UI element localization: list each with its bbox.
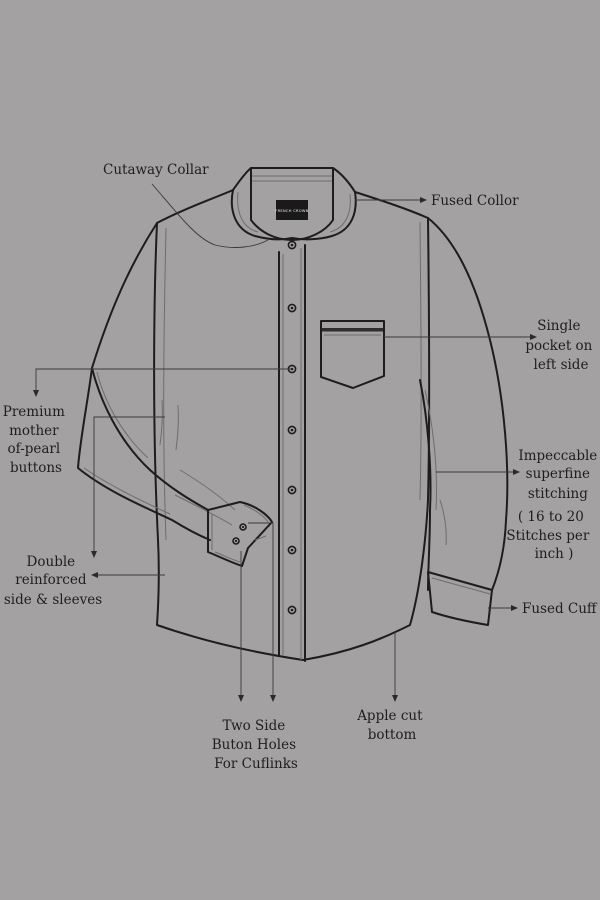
chest-pocket [321,321,384,388]
button [288,304,295,311]
label-cutaway-collar: Cutaway Collar [103,162,209,178]
label-cuff-holes: Two Side Buton Holes For Cuflinks [212,718,301,772]
shirt-body [154,190,429,660]
label-apple-cut: Apple cut bottom [356,708,427,743]
label-reinforced: Double reinforced side & sleeves [4,554,102,608]
left-sleeve [78,223,272,566]
label-fused-collar: Fused Collor [431,193,519,209]
button [288,606,295,613]
button [288,426,295,433]
brand-tag: FRENCH CROWN [275,200,309,220]
button [288,486,295,493]
button [288,546,295,553]
label-stitching: Impeccable superfine stitching ( 16 to 2… [506,448,600,562]
brand-tag-text: FRENCH CROWN [275,209,309,213]
button [288,241,295,248]
label-fused-cuff: Fused Cuff [522,601,598,617]
label-pocket: Single pocket on left side [525,318,596,373]
right-sleeve [420,218,507,625]
front-buttons [288,241,295,613]
label-buttons: Premium mother of-pearl buttons [3,404,69,476]
